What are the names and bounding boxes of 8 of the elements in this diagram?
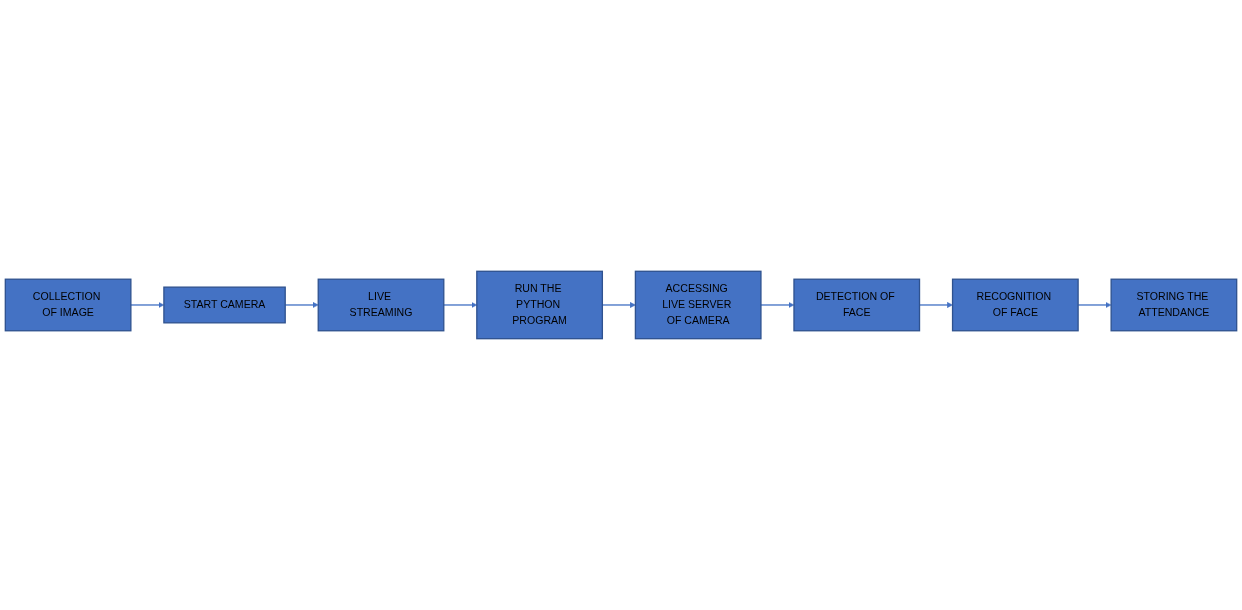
node-box: START CAMERA (163, 286, 286, 324)
node-box: STORING THE ATTENDANCE (1110, 278, 1238, 332)
node-box: RUN THE PYTHON PROGRAM (476, 270, 603, 340)
node-box: RECOGNITION OF FACE (951, 278, 1079, 332)
node-box: ACCESSING LIVE SERVER OF CAMERA (634, 270, 762, 340)
node-box: COLLECTION OF IMAGE (4, 278, 132, 332)
node-box: LIVE STREAMING (317, 278, 445, 332)
node-box: DETECTION OF FACE (793, 278, 921, 332)
